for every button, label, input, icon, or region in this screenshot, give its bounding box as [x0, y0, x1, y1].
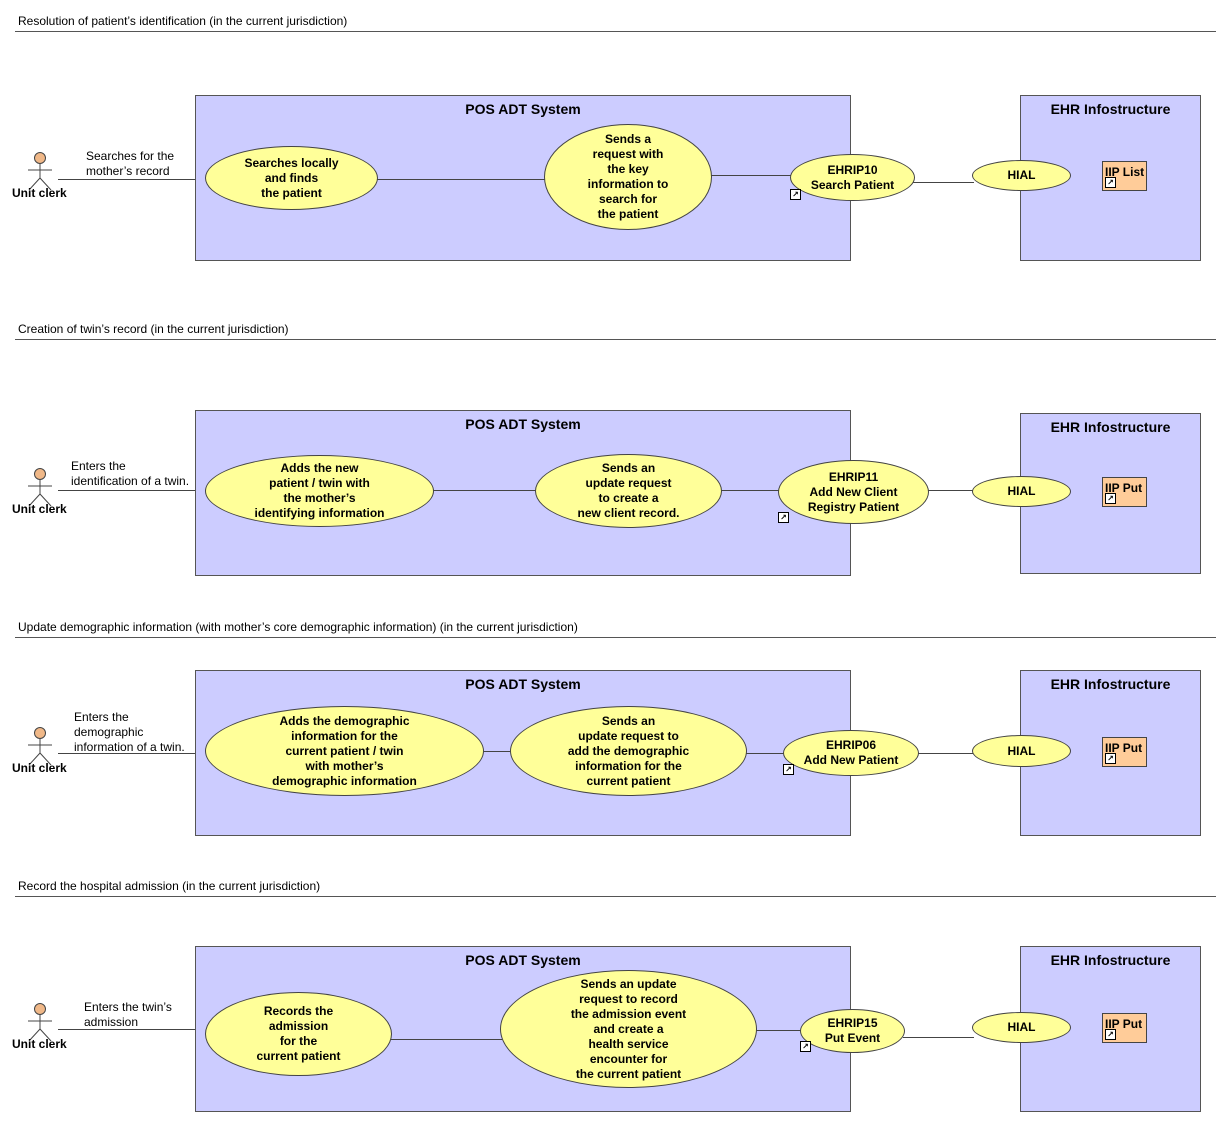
use-case-add-demographic[interactable]: Adds the demographic information for the…: [205, 706, 484, 796]
link-shortcut-icon[interactable]: ↗: [800, 1041, 811, 1052]
association-label: Enters the identification of a twin.: [71, 459, 190, 488]
link-shortcut-icon[interactable]: ↗: [1105, 753, 1116, 764]
connector-line: [745, 753, 785, 754]
section-title: Update demographic information (with mot…: [18, 620, 578, 634]
link-shortcut-icon[interactable]: ↗: [1105, 1029, 1116, 1040]
association-line: [58, 490, 206, 491]
connector-line: [432, 490, 537, 491]
iip-label: IIP Put: [1105, 1017, 1143, 1031]
hial-use-case[interactable]: HIAL: [972, 1012, 1071, 1043]
link-shortcut-icon[interactable]: ↗: [783, 764, 794, 775]
interaction-ehrip[interactable]: EHRIP11 Add New Client Registry Patient: [778, 460, 929, 524]
section-divider: [15, 31, 1216, 32]
link-shortcut-icon[interactable]: ↗: [778, 512, 789, 523]
use-case-send-update[interactable]: Sends an update request to create a new …: [535, 454, 722, 528]
link-shortcut-icon[interactable]: ↗: [790, 189, 801, 200]
interaction-ehrip[interactable]: EHRIP10 Search Patient: [790, 154, 915, 201]
actor-icon[interactable]: [20, 726, 60, 771]
section-3: Update demographic information (with mot…: [0, 620, 1225, 838]
iip-component[interactable]: IIP Put ↗: [1102, 1013, 1147, 1043]
section-title: Creation of twin’s record (in the curren…: [18, 322, 289, 336]
section-2: Creation of twin’s record (in the curren…: [0, 322, 1225, 580]
connector-line: [755, 1030, 802, 1031]
section-4: Record the hospital admission (in the cu…: [0, 879, 1225, 1115]
section-1: Resolution of patient’s identification (…: [0, 14, 1225, 264]
ehr-infostructure-title: EHR Infostructure: [1050, 419, 1171, 435]
association-line: [58, 753, 206, 754]
use-case-send-update[interactable]: Sends an update request to record the ad…: [500, 970, 757, 1088]
iip-component[interactable]: IIP Put ↗: [1102, 477, 1147, 507]
iip-label: IIP List: [1105, 165, 1145, 179]
connector-line: [912, 182, 974, 183]
actor-label: Unit clerk: [12, 186, 67, 200]
pos-system-title: POS ADT System: [465, 952, 581, 968]
hial-use-case[interactable]: HIAL: [972, 476, 1071, 507]
use-case-local-search[interactable]: Searches locally and finds the patient: [205, 146, 378, 210]
hial-use-case[interactable]: HIAL: [972, 735, 1071, 767]
section-divider: [15, 339, 1216, 340]
actor-label: Unit clerk: [12, 502, 67, 516]
pos-system-title: POS ADT System: [465, 416, 581, 432]
connector-line: [390, 1039, 502, 1040]
connector-line: [376, 179, 546, 180]
actor-label: Unit clerk: [12, 761, 67, 775]
actor-label: Unit clerk: [12, 1037, 67, 1051]
association-label: Enters the twin’s admission: [84, 1000, 172, 1029]
section-divider: [15, 637, 1216, 638]
association-line: [58, 1029, 206, 1030]
iip-label: IIP Put: [1105, 741, 1143, 755]
connector-line: [903, 1037, 974, 1038]
pos-system-title: POS ADT System: [465, 676, 581, 692]
interaction-ehrip[interactable]: EHRIP15 Put Event: [800, 1009, 905, 1053]
ehr-infostructure-title: EHR Infostructure: [1050, 101, 1171, 117]
section-title: Record the hospital admission (in the cu…: [18, 879, 321, 893]
actor-icon[interactable]: [20, 151, 60, 196]
ehr-infostructure-title: EHR Infostructure: [1050, 676, 1171, 692]
section-title: Resolution of patient’s identification (…: [18, 14, 348, 28]
link-shortcut-icon[interactable]: ↗: [1105, 493, 1116, 504]
link-shortcut-icon[interactable]: ↗: [1105, 177, 1116, 188]
iip-component[interactable]: IIP Put ↗: [1102, 737, 1147, 767]
interaction-ehrip[interactable]: EHRIP06 Add New Patient: [783, 730, 919, 776]
pos-system-title: POS ADT System: [465, 101, 581, 117]
connector-line: [710, 175, 792, 176]
pos-system-box: POS ADT System: [195, 95, 851, 261]
actor-icon[interactable]: [20, 1002, 60, 1047]
connector-line: [917, 753, 974, 754]
association-label: Enters the demographic information of a …: [74, 710, 185, 754]
actor-icon[interactable]: [20, 467, 60, 512]
connector-line: [927, 490, 974, 491]
ehr-infostructure-title: EHR Infostructure: [1050, 952, 1171, 968]
association-label: Searches for the mother’s record: [86, 149, 175, 178]
connector-line: [720, 490, 780, 491]
use-case-record-admission[interactable]: Records the admission for the current pa…: [205, 992, 392, 1076]
use-case-send-update[interactable]: Sends an update request to add the demog…: [510, 706, 747, 796]
hial-use-case[interactable]: HIAL: [972, 160, 1071, 191]
iip-label: IIP Put: [1105, 481, 1143, 495]
section-divider: [15, 896, 1216, 897]
iip-component[interactable]: IIP List ↗: [1102, 161, 1147, 191]
use-case-add-twin[interactable]: Adds the new patient / twin with the mot…: [205, 455, 434, 527]
connector-line: [482, 751, 512, 752]
use-case-send-request[interactable]: Sends a request with the key information…: [544, 124, 712, 230]
association-line: [58, 179, 206, 180]
